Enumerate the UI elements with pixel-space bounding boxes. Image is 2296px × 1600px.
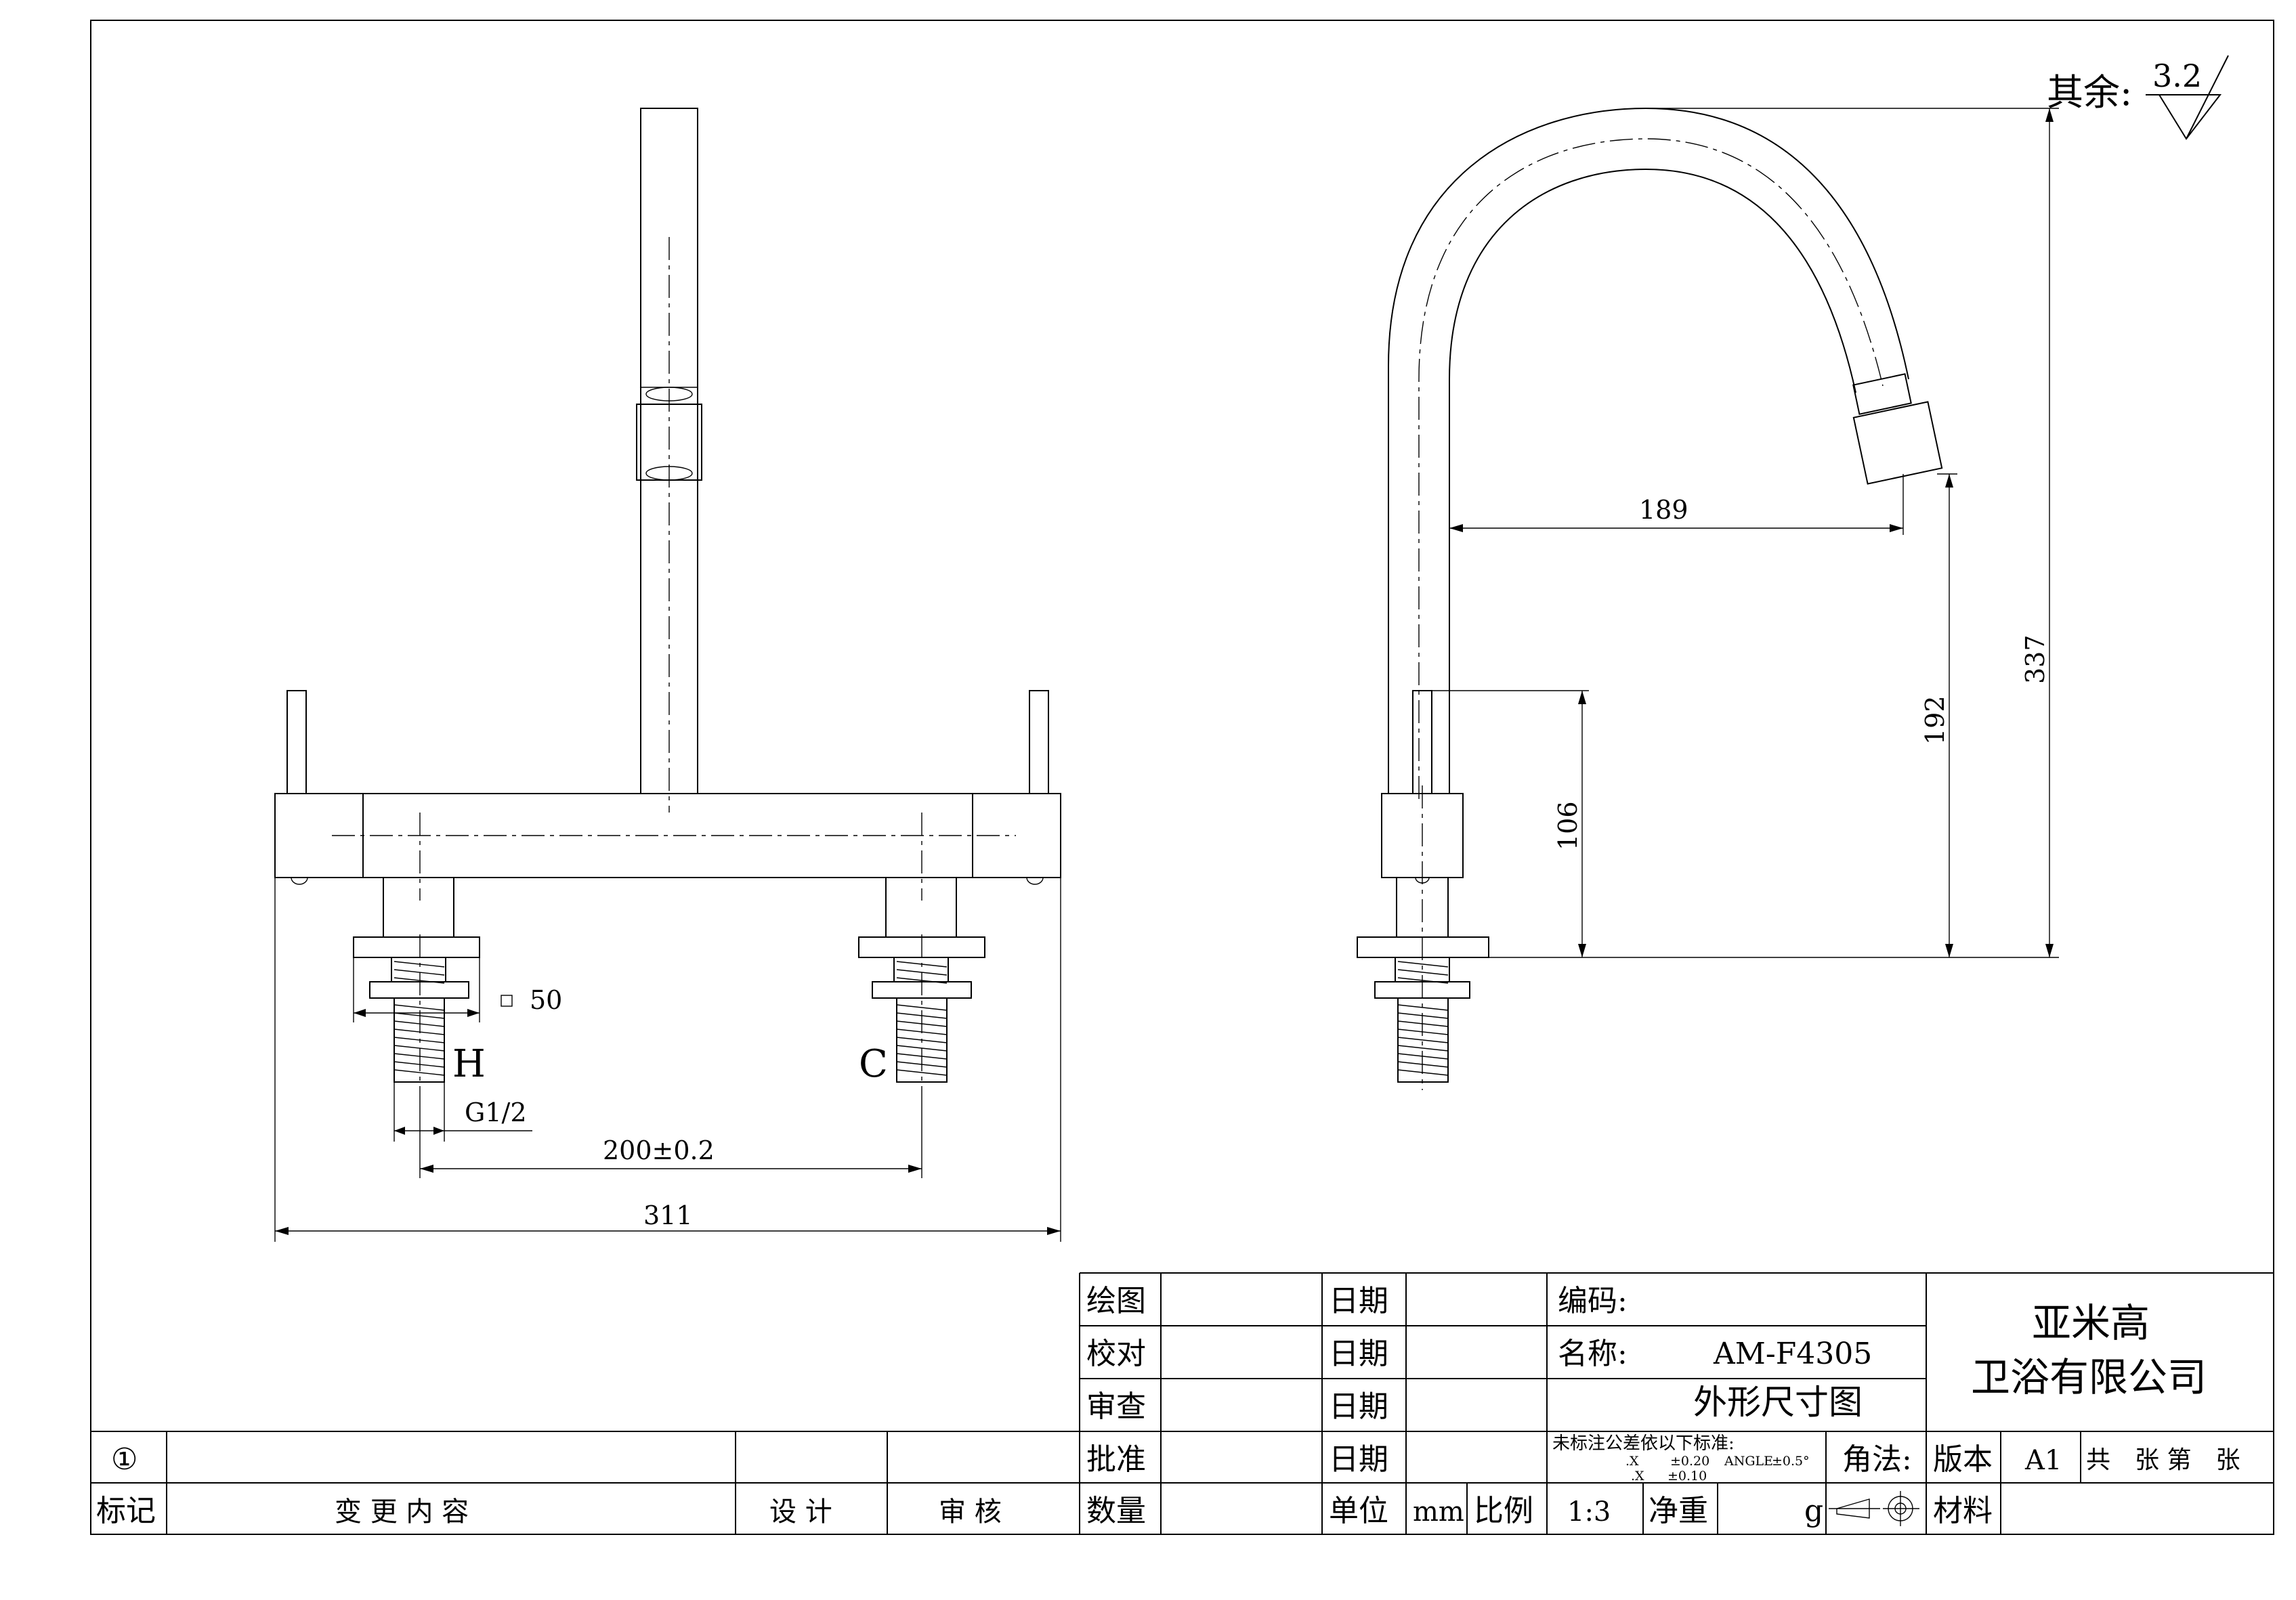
surface-roughness-note: 其余: 3.2 bbox=[2047, 55, 2229, 140]
tb-sheets: 共 张 第 张 bbox=[2086, 1446, 2240, 1474]
tb-reviewed: 审查 bbox=[1086, 1389, 1146, 1424]
tb-company-line1: 亚米高 bbox=[2032, 1300, 2150, 1346]
tb-net-weight: 净重 bbox=[1649, 1494, 1708, 1528]
tb-tol-xx: .X bbox=[1631, 1469, 1644, 1484]
tb-version-label: 版本 bbox=[1933, 1442, 1993, 1477]
dim-body: 106 bbox=[1432, 690, 1589, 957]
rev-col-mark: 标记 bbox=[96, 1494, 156, 1528]
roughness-label: 其余: bbox=[2047, 71, 2132, 114]
roughness-value: 3.2 bbox=[2152, 58, 2202, 94]
left-handle-lever bbox=[286, 690, 307, 794]
tb-unit-value: mm bbox=[1413, 1496, 1464, 1528]
side-view: 189 106 192 337 bbox=[1357, 107, 2059, 1090]
tb-approved: 批准 bbox=[1086, 1442, 1146, 1477]
side-handle-lever bbox=[1412, 690, 1432, 794]
tb-scale-value: 1:3 bbox=[1567, 1496, 1611, 1528]
dim-spout: 192 bbox=[1920, 473, 1957, 957]
tb-material-label: 材料 bbox=[1933, 1494, 1993, 1528]
dim-width: 311 bbox=[274, 878, 1061, 1242]
dim-body-text: 106 bbox=[1553, 801, 1583, 850]
tb-tol-x-val: ±0.20 bbox=[1670, 1454, 1709, 1469]
side-base-flange bbox=[1357, 936, 1489, 958]
tb-model: AM-F4305 bbox=[1713, 1337, 1872, 1371]
tb-date-3: 日期 bbox=[1329, 1389, 1388, 1424]
roughness-symbol bbox=[2146, 94, 2222, 140]
tb-unit-label: 单位 bbox=[1329, 1494, 1388, 1528]
dim-reach-text: 189 bbox=[1639, 495, 1688, 525]
rev-col-review: 审 核 bbox=[939, 1496, 1002, 1528]
dim-50: 50 bbox=[353, 957, 562, 1022]
right-handle-lever bbox=[1029, 690, 1049, 794]
sheet-border bbox=[90, 20, 2274, 1535]
tb-weight-unit: g bbox=[1804, 1494, 1823, 1528]
dim-thread-text: G1/2 bbox=[465, 1098, 527, 1127]
tb-date-4: 日期 bbox=[1329, 1442, 1388, 1477]
dim-50-text: 50 bbox=[530, 985, 562, 1015]
dim-spacing-text: 200±0.2 bbox=[603, 1136, 715, 1165]
title-block: 绘图 校对 审查 批准 数量 日期 日期 日期 日期 单位 mm 比例 1:3 … bbox=[91, 1272, 2274, 1534]
tb-name-label: 名称: bbox=[1558, 1337, 1628, 1371]
tb-checked: 校对 bbox=[1086, 1337, 1146, 1371]
tb-tol-xx-val: ±0.10 bbox=[1667, 1469, 1707, 1484]
dim-spout-text: 192 bbox=[1920, 695, 1950, 745]
tb-scale-label: 比例 bbox=[1474, 1494, 1533, 1528]
rev-col-content: 变 更 内 容 bbox=[335, 1496, 469, 1528]
rev-mark: ① bbox=[111, 1442, 137, 1477]
label-hot: H bbox=[452, 1042, 486, 1086]
tb-drawing-title: 外形尺寸图 bbox=[1693, 1383, 1863, 1422]
tb-drawn: 绘图 bbox=[1086, 1284, 1146, 1318]
aerator bbox=[1852, 401, 1943, 485]
cold-inlet bbox=[858, 877, 985, 1090]
front-body bbox=[274, 793, 1061, 878]
tb-tolerance-title: 未标注公差依以下标准: bbox=[1552, 1433, 1735, 1454]
tb-projection-label: 角法: bbox=[1842, 1442, 1912, 1477]
projection-symbol bbox=[1829, 1491, 1919, 1526]
hot-inlet bbox=[353, 877, 480, 1090]
tb-date-2: 日期 bbox=[1329, 1337, 1388, 1371]
tb-company-line2: 卫浴有限公司 bbox=[1971, 1354, 2207, 1400]
front-view: 50 H C G1/2 200±0.2 bbox=[274, 108, 1061, 1242]
dim-height: 337 bbox=[1646, 108, 2059, 957]
front-spout-pipe bbox=[640, 108, 698, 794]
tb-tol-angle: ANGLE bbox=[1724, 1454, 1773, 1469]
gooseneck-outer bbox=[1388, 107, 1909, 794]
spout-neck bbox=[1852, 373, 1912, 415]
dim-thread: G1/2 bbox=[394, 1082, 532, 1142]
tb-version-value: A1 bbox=[2024, 1445, 2062, 1476]
tb-tol-angle-val: ±0.5° bbox=[1772, 1454, 1810, 1469]
tb-quantity: 数量 bbox=[1086, 1494, 1146, 1528]
dim-height-text: 337 bbox=[2020, 634, 2050, 684]
tb-date-1: 日期 bbox=[1329, 1284, 1388, 1318]
label-cold: C bbox=[859, 1042, 888, 1086]
rev-col-design: 设 计 bbox=[769, 1496, 832, 1528]
gooseneck-inner bbox=[1449, 168, 1856, 794]
tb-tol-x: .X bbox=[1625, 1454, 1639, 1469]
dim-reach: 189 bbox=[1449, 474, 1904, 535]
dim-width-text: 311 bbox=[643, 1201, 693, 1230]
dim-spacing: 200±0.2 bbox=[419, 1090, 922, 1178]
tb-code-label: 编码: bbox=[1558, 1284, 1628, 1318]
